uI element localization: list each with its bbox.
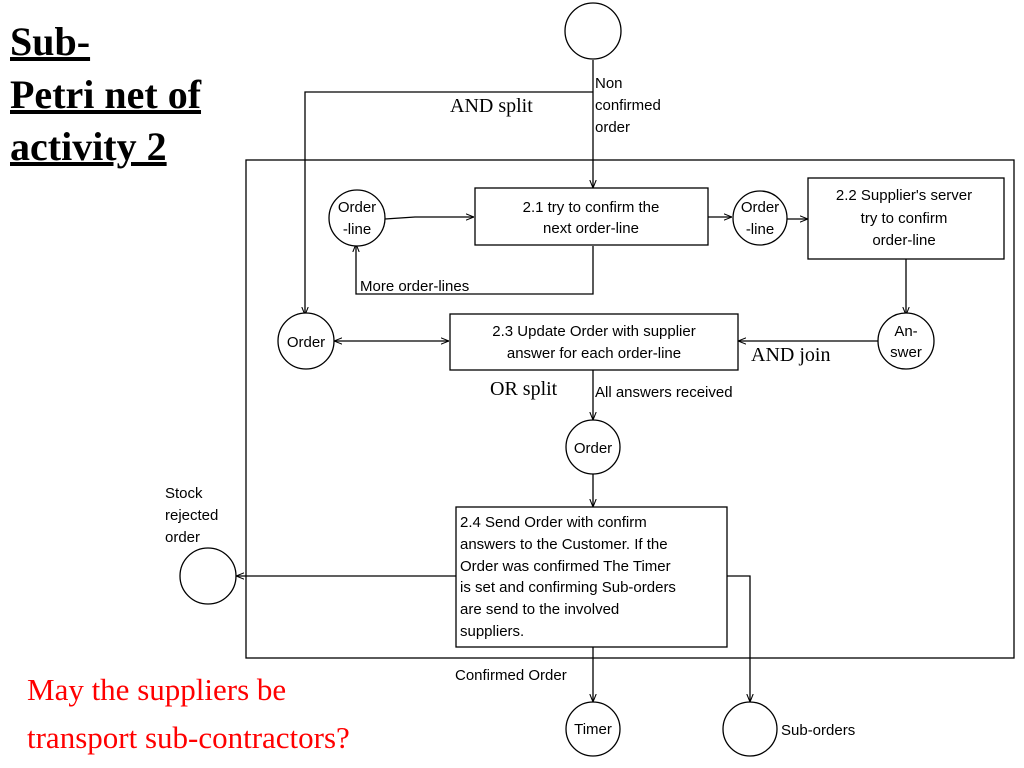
non-confirmed-label-2: confirmed <box>595 97 661 114</box>
order-left-text: Order <box>287 334 325 351</box>
orderline2-text-1: Order <box>741 199 779 216</box>
question-line-1: May the suppliers be <box>27 672 286 707</box>
all-answers-label: All answers received <box>595 384 733 401</box>
place-timer <box>565 701 621 757</box>
timer-text: Timer <box>574 721 612 738</box>
or-split-annotation: OR split <box>490 378 558 400</box>
t23-text-2: answer for each order-line <box>507 345 681 362</box>
place-order-line-1 <box>328 189 386 247</box>
transition-2-1 <box>474 187 709 246</box>
activity-boundary <box>245 159 1015 659</box>
arc-more-order-lines-loop <box>356 244 594 295</box>
place-order-line-2 <box>732 190 788 246</box>
place-order-left <box>277 312 335 370</box>
arc-split-to-order-left <box>305 91 593 315</box>
orderline1-text-1: Order <box>338 199 376 216</box>
orderline1-text-2: -line <box>343 221 371 238</box>
t22-text-3: order-line <box>872 232 935 249</box>
t24-text-2: answers to the Customer. If the <box>460 536 668 553</box>
order-mid-text: Order <box>574 440 612 457</box>
sub-orders-label: Sub-orders <box>781 722 855 739</box>
question-line-2: transport sub-contractors? <box>27 720 350 755</box>
and-split-annotation: AND split <box>450 95 533 117</box>
answer-text-1: An- <box>894 323 917 340</box>
t24-text-4: is set and confirming Sub-orders <box>460 579 676 596</box>
and-join-annotation: AND join <box>751 344 830 366</box>
t24-text-3: Order was confirmed The Timer <box>460 558 671 575</box>
t23-text-1: 2.3 Update Order with supplier <box>492 323 695 340</box>
non-confirmed-label-1: Non <box>595 75 623 92</box>
stock-rejected-label-1: Stock <box>165 485 203 502</box>
transition-2-4 <box>455 506 728 648</box>
title-line-2: Petri net of <box>10 72 202 117</box>
transition-2-3 <box>449 313 739 371</box>
place-order-mid <box>565 419 621 475</box>
t21-text-2: next order-line <box>543 220 639 237</box>
t24-text-1: 2.4 Send Order with confirm <box>460 514 647 531</box>
stock-rejected-label-3: order <box>165 529 200 546</box>
t24-text-6: suppliers. <box>460 623 524 640</box>
t22-text-1: 2.2 Supplier's server <box>836 187 972 204</box>
title-line-1: Sub- <box>10 19 90 64</box>
t21-text-1: 2.1 try to confirm the <box>523 199 660 216</box>
non-confirmed-label-3: order <box>595 119 630 136</box>
title-line-3: activity 2 <box>10 124 167 169</box>
more-order-lines-label: More order-lines <box>360 278 469 295</box>
place-sub-orders <box>722 701 778 757</box>
stock-rejected-label-2: rejected <box>165 507 218 524</box>
place-stock-rejected <box>179 547 237 605</box>
arc-t24-to-sub-orders <box>727 575 750 702</box>
place-non-confirmed-order <box>564 2 622 60</box>
place-answer <box>877 312 935 370</box>
arc-orderline1-to-t21 <box>384 217 474 219</box>
slide-title: Sub- Petri net of activity 2 <box>10 19 202 169</box>
answer-text-2: swer <box>890 344 922 361</box>
orderline2-text-2: -line <box>746 221 774 238</box>
confirmed-order-label: Confirmed Order <box>455 667 567 684</box>
question-text: May the suppliers be transport sub-contr… <box>27 672 350 755</box>
t24-text-5: are send to the involved <box>460 601 619 618</box>
t22-text-2: try to confirm <box>861 210 948 227</box>
transition-2-2 <box>807 177 1005 260</box>
